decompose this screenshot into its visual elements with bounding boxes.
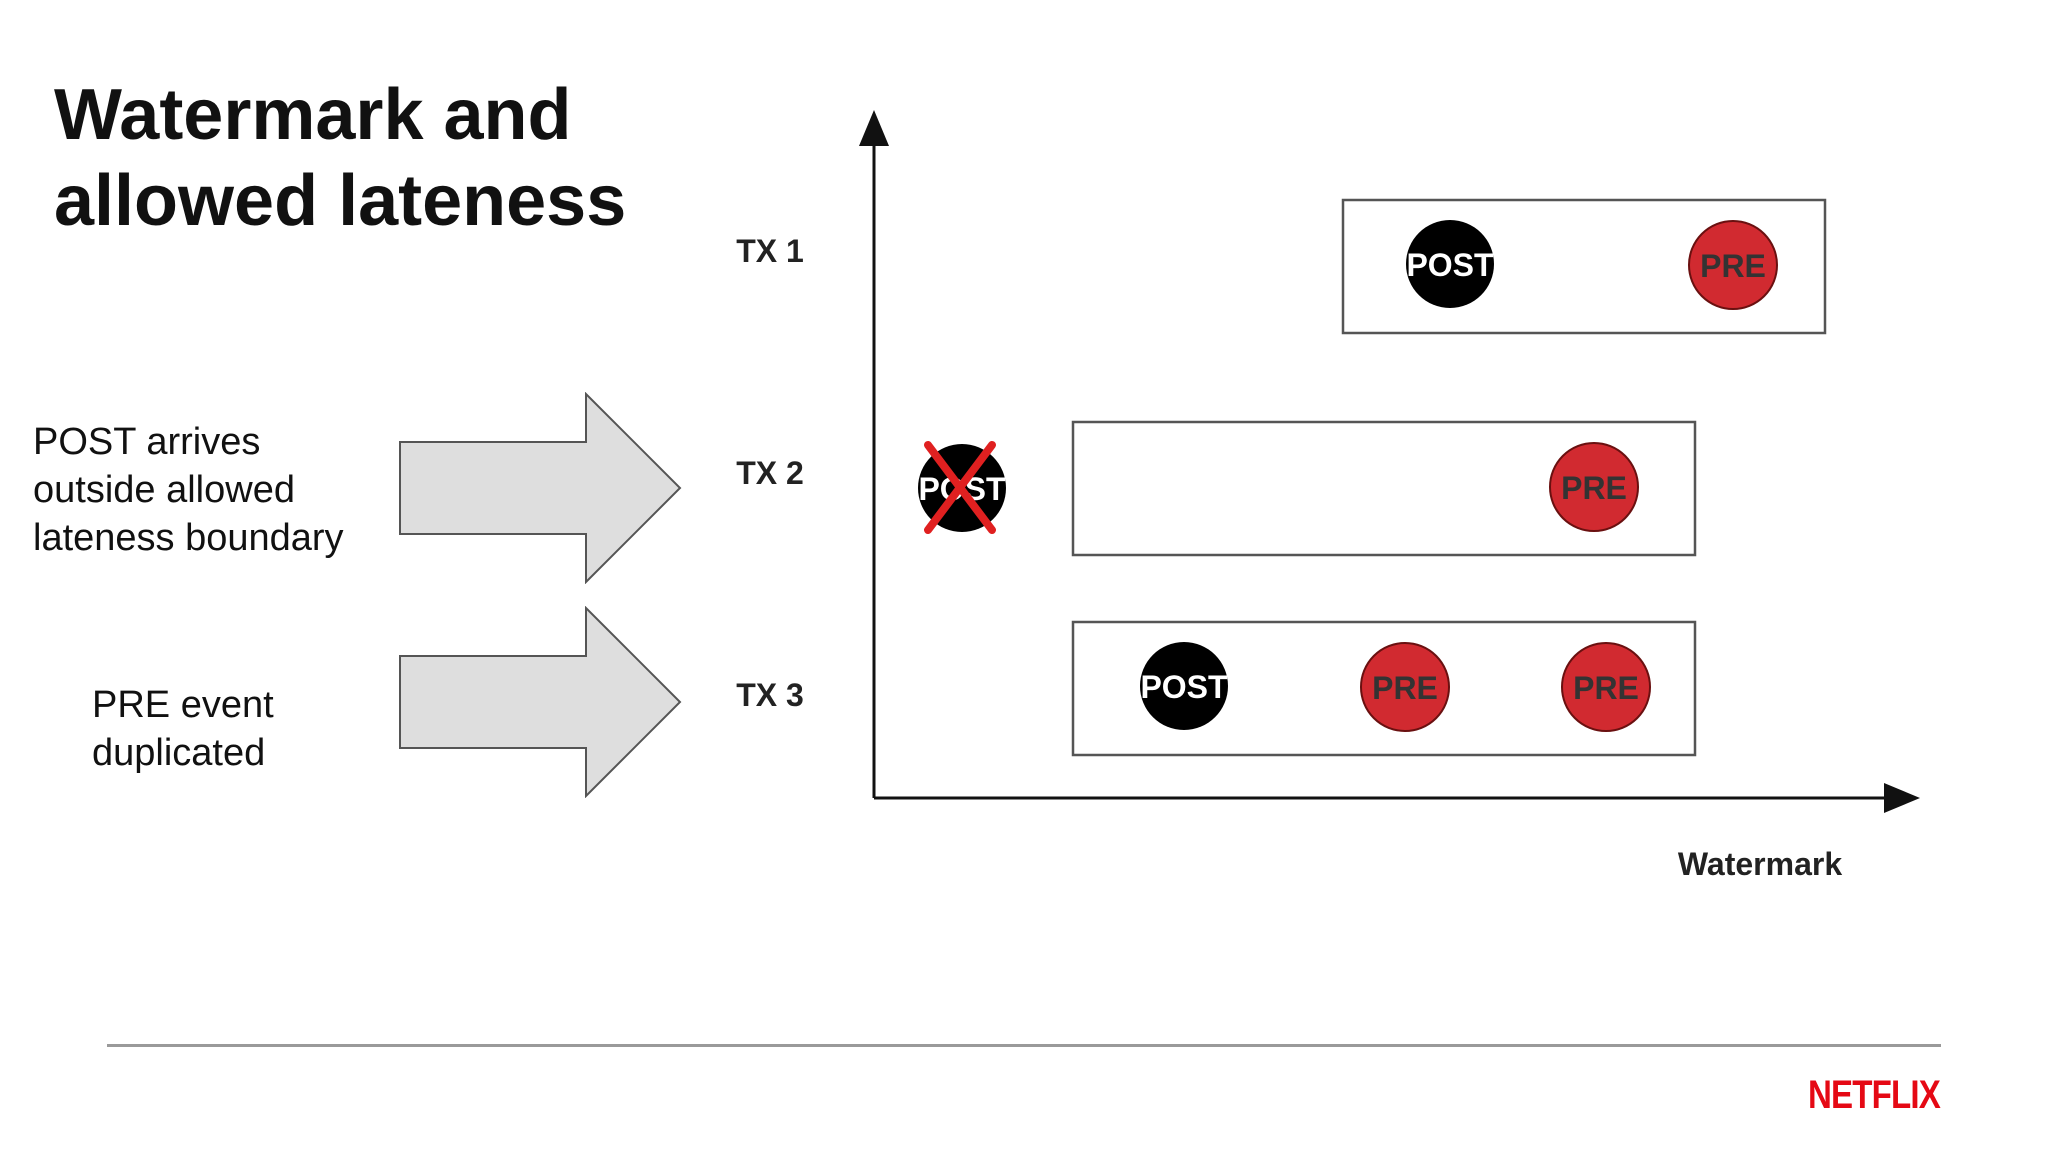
event-post-tx3: POST	[1140, 642, 1228, 730]
footer-divider	[107, 1044, 1941, 1047]
window-box-tx1	[1341, 198, 1827, 335]
title-line-2: allowed lateness	[54, 161, 627, 241]
event-pre-tx3-duplicate: PRE	[1561, 642, 1651, 732]
row-label-tx2: TX 2	[736, 455, 804, 491]
cross-icon	[924, 441, 996, 534]
note-pre-duplicated: PRE event duplicated	[92, 681, 274, 777]
window-box-tx3	[1071, 620, 1697, 757]
event-label: PRE	[1372, 670, 1438, 706]
event-label: PRE	[1561, 470, 1627, 506]
event-pre-tx3: PRE	[1360, 642, 1450, 732]
x-axis-label: Watermark	[1678, 846, 1842, 882]
note-line: outside allowed	[33, 469, 295, 511]
slide-title: Watermark and allowed lateness	[54, 72, 626, 244]
event-label: POST	[1140, 669, 1228, 705]
arrow-shape	[399, 392, 682, 584]
arrow-shape	[399, 606, 682, 798]
note-post-arrives: POST arrives outside allowed lateness bo…	[33, 418, 344, 562]
event-pre-tx1: PRE	[1688, 220, 1778, 310]
title-line-1: Watermark and	[54, 75, 572, 155]
note-line: POST arrives	[33, 421, 261, 463]
row-label-tx1: TX 1	[736, 233, 804, 269]
netflix-logo: NETFLIX	[1808, 1073, 1942, 1116]
logo-wordmark: NETFLIX	[1808, 1073, 1941, 1116]
note-line: PRE event	[92, 684, 274, 726]
event-pre-tx2: PRE	[1549, 442, 1639, 532]
row-label-tx3: TX 3	[736, 677, 804, 713]
note-line: duplicated	[92, 732, 266, 774]
right-arrow-icon	[399, 606, 682, 798]
event-post-tx1: POST	[1406, 220, 1494, 308]
event-label: POST	[1406, 247, 1494, 283]
event-label: PRE	[1573, 670, 1639, 706]
note-line: lateness boundary	[33, 517, 344, 559]
right-arrow-icon	[399, 392, 682, 584]
event-label: PRE	[1700, 248, 1766, 284]
window-box-tx2	[1071, 420, 1697, 557]
